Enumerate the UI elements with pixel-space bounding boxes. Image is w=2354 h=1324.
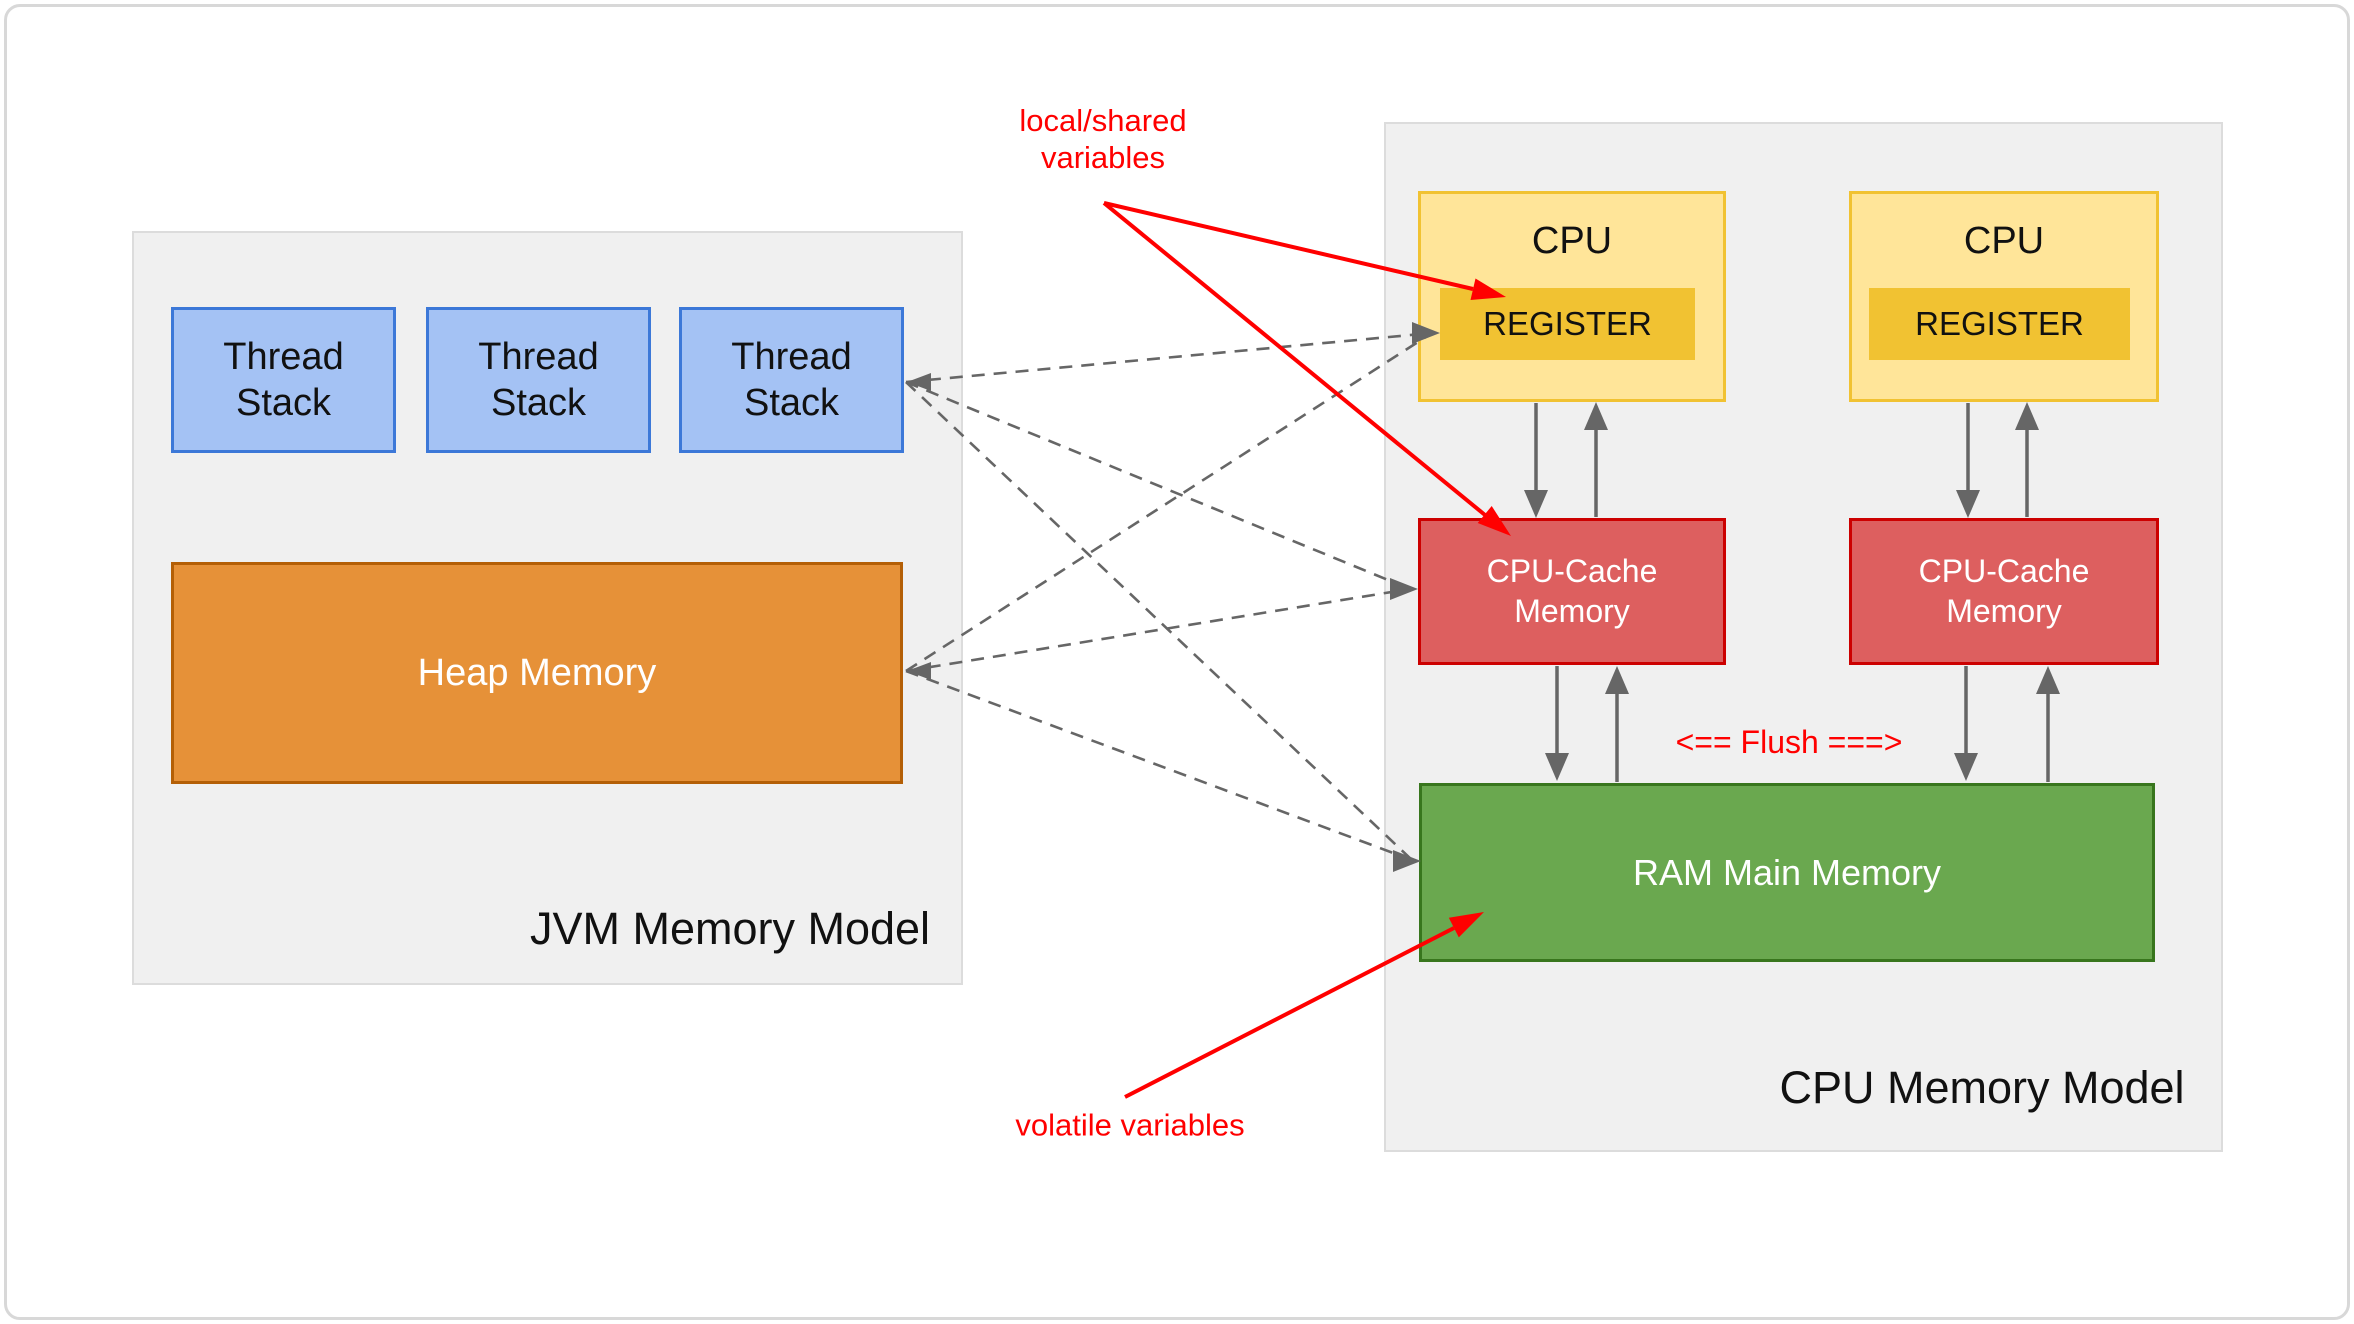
- register-label: REGISTER: [1915, 305, 2084, 342]
- thread-stack-box-1: Thread Stack: [171, 307, 396, 453]
- cpu-panel-title: CPU Memory Model: [1779, 1062, 2185, 1113]
- thread-stack-label: Thread Stack: [731, 335, 852, 424]
- cpu-cache-label: CPU-Cache Memory: [1918, 553, 2090, 629]
- heap-memory-box: Heap Memory: [171, 562, 903, 784]
- flush-note: <== Flush ===>: [1675, 723, 1903, 760]
- heap-memory-label: Heap Memory: [417, 651, 657, 694]
- thread-stack-box-2: Thread Stack: [426, 307, 651, 453]
- register-box-2: REGISTER: [1869, 288, 2130, 360]
- jvm-panel-title: JVM Memory Model: [529, 903, 931, 954]
- cpu-label: CPU: [1963, 220, 2045, 262]
- ram-main-memory-box: RAM Main Memory: [1419, 783, 2155, 962]
- ram-label: RAM Main Memory: [1632, 851, 1942, 893]
- dashed-connection-lines: [905, 331, 1433, 862]
- cpu-cache-label: CPU-Cache Memory: [1486, 553, 1658, 629]
- volatile-variables-note: volatile variables: [1015, 1107, 1245, 1143]
- cpu-cache-box-1: CPU-Cache Memory: [1418, 518, 1726, 665]
- dashed-arrowheads: [907, 322, 1440, 872]
- cpu-cache-box-2: CPU-Cache Memory: [1849, 518, 2159, 665]
- register-box-1: REGISTER: [1440, 288, 1695, 360]
- thread-stack-label: Thread Stack: [223, 335, 344, 424]
- cpu-label: CPU: [1531, 220, 1613, 262]
- local-shared-variables-note: local/shared variables: [1019, 102, 1187, 175]
- thread-stack-label: Thread Stack: [478, 335, 599, 424]
- register-label: REGISTER: [1483, 305, 1652, 342]
- thread-stack-box-3: Thread Stack: [679, 307, 904, 453]
